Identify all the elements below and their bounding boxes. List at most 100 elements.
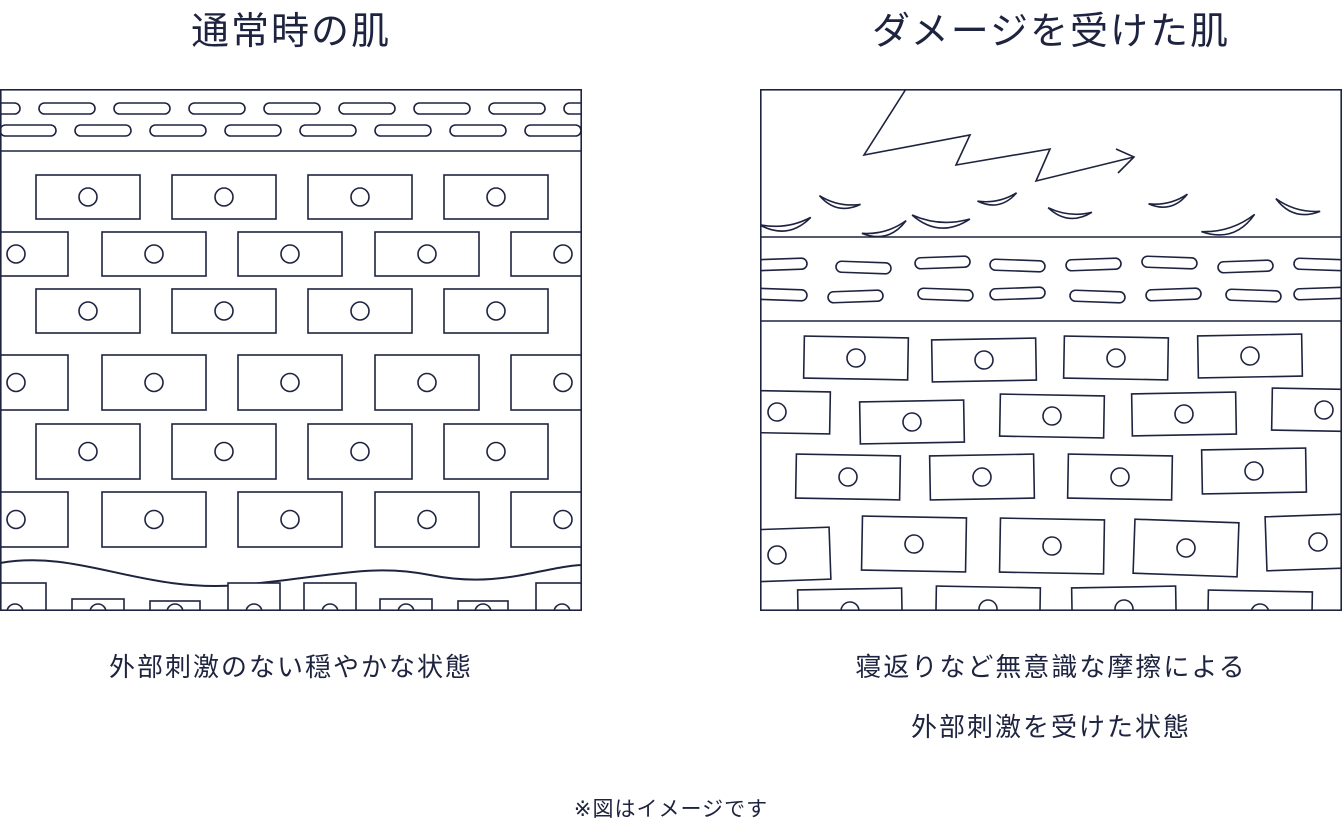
skin-cell: [1132, 518, 1240, 578]
friction-arrowhead: [1115, 148, 1136, 174]
skin-cell: [35, 288, 141, 334]
skin-flake-group: [1148, 193, 1189, 208]
skin-cell: [237, 231, 343, 277]
skin-cell-nucleus: [144, 509, 164, 530]
skin-cell: [1070, 585, 1178, 611]
skin-cell: [443, 423, 549, 480]
skin-cell-nucleus: [486, 187, 506, 207]
skin-cell-nucleus: [6, 372, 26, 393]
skin-flake: [1275, 198, 1321, 216]
skin-cell-nucleus: [767, 402, 787, 422]
surface-dash: [38, 102, 96, 115]
skin-flake: [1201, 213, 1256, 236]
surface-dash: [413, 102, 471, 115]
skin-cell: [374, 491, 480, 548]
surface-dash: [1141, 255, 1198, 270]
surface-dash: [338, 102, 396, 115]
surface-dash: [917, 287, 974, 302]
skin-cell-nucleus: [1176, 538, 1196, 558]
surface-dash: [374, 124, 432, 137]
skin-cell-nucleus: [280, 244, 300, 264]
skin-cell-nucleus: [486, 441, 506, 462]
surface-dash: [74, 124, 132, 137]
skin-flake: [1047, 206, 1093, 220]
skin-cell: [0, 354, 69, 411]
skin-flake: [911, 214, 971, 229]
damaged-skin-caption-line1: 寝返りなど無意識な摩擦による: [855, 653, 1247, 683]
skin-cell: [1200, 447, 1308, 495]
skin-cell: [510, 354, 582, 411]
normal-skin-caption: 外部刺激のない穏やかな状態: [108, 653, 473, 683]
surface-dash: [989, 286, 1046, 301]
skin-flake: [977, 192, 1018, 206]
skin-cell: [237, 354, 343, 411]
skin-cell-nucleus: [978, 599, 998, 611]
surface-dash: [563, 102, 582, 115]
skin-flake-group: [861, 220, 907, 238]
skin-cell-nucleus: [972, 467, 992, 487]
skin-flake-group: [1047, 206, 1093, 220]
skin-cell-nucleus: [1114, 599, 1134, 611]
basal-cell-nucleus: [166, 603, 184, 611]
damaged-skin-layers: [760, 89, 1342, 611]
surface-dash: [1293, 286, 1342, 301]
skin-cell-nucleus: [902, 412, 922, 432]
skin-cell-nucleus: [767, 545, 787, 565]
skin-cell: [171, 174, 277, 220]
skin-cell-body: [1206, 589, 1314, 611]
normal-skin-layers: [0, 102, 582, 611]
surface-dash: [149, 124, 207, 137]
skin-cell-body: [101, 354, 207, 411]
skin-flake-group: [818, 194, 861, 210]
skin-cell-nucleus: [417, 244, 437, 264]
skin-flake-group: [977, 192, 1018, 206]
skin-cell: [171, 423, 277, 480]
skin-cell: [998, 517, 1106, 575]
surface-dash: [524, 124, 582, 137]
surface-dash: [1293, 257, 1342, 272]
skin-cell: [374, 354, 480, 411]
surface-dash: [0, 102, 21, 115]
skin-cell: [802, 335, 910, 381]
skin-cell: [1270, 387, 1342, 433]
skin-flake: [760, 216, 812, 232]
surface-dash: [835, 260, 892, 275]
skin-cell: [928, 453, 1036, 501]
skin-cell: [1130, 391, 1238, 437]
damaged-panel-frame: [760, 89, 1342, 611]
skin-cell: [1062, 335, 1170, 381]
skin-cell-nucleus: [214, 441, 234, 462]
skin-cell: [0, 231, 69, 277]
skin-cell: [101, 231, 207, 277]
friction-zigzag: [862, 89, 1135, 183]
skin-cell-nucleus: [838, 467, 858, 487]
skin-cell: [35, 174, 141, 220]
damaged-skin-title: ダメージを受けた肌: [871, 9, 1231, 53]
skin-cell-nucleus: [553, 372, 573, 393]
skin-cell: [443, 288, 549, 334]
normal-panel-frame: [0, 89, 582, 611]
basal-cell-nucleus: [6, 603, 24, 611]
skin-cell-nucleus: [6, 509, 26, 530]
skin-cell-nucleus: [846, 348, 866, 368]
surface-dash: [989, 258, 1046, 273]
skin-cell: [934, 585, 1042, 611]
skin-cell: [1264, 512, 1342, 572]
skin-cell-nucleus: [1174, 404, 1194, 424]
skin-cell-nucleus: [1106, 348, 1126, 368]
surface-dash: [1069, 289, 1126, 304]
skin-flake-group: [1275, 198, 1321, 216]
skin-cell: [794, 453, 902, 501]
normal-skin-diagram: [0, 89, 582, 611]
basement-membrane: [0, 559, 582, 587]
skin-flake: [818, 194, 861, 210]
normal-skin-title: 通常時の肌: [190, 9, 391, 53]
skin-cell-nucleus: [144, 372, 164, 393]
basal-cell-nucleus: [89, 603, 107, 611]
skin-cell-nucleus: [417, 372, 437, 393]
skin-cell: [1066, 453, 1174, 501]
skin-cell: [510, 491, 582, 548]
skin-cell-nucleus: [1314, 400, 1334, 420]
skin-cell: [760, 526, 832, 584]
surface-dash: [827, 289, 884, 304]
